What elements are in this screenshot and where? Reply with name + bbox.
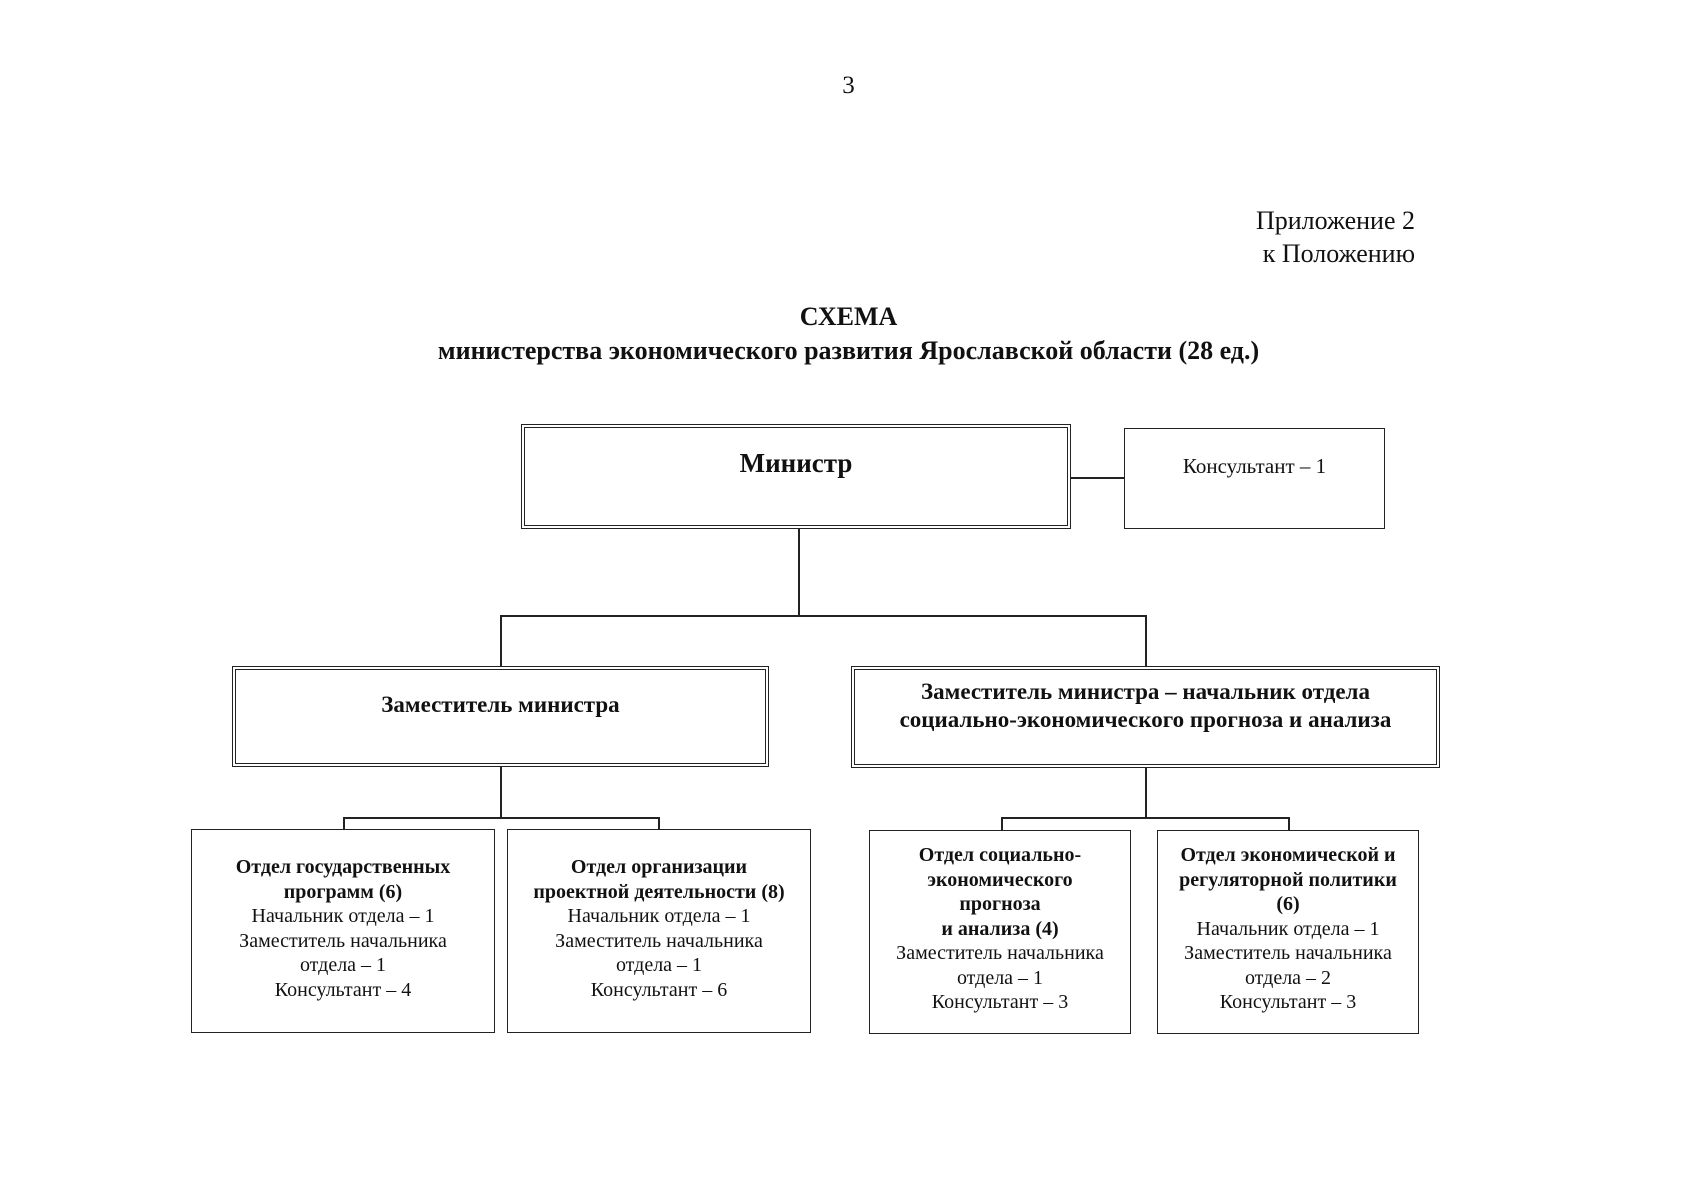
- staff-line: Заместитель начальника: [555, 929, 763, 952]
- staff-line: Консультант – 3: [1219, 991, 1357, 1013]
- staff-line: отдела – 2: [1244, 966, 1332, 989]
- staff-line: Консультант – 3: [931, 991, 1069, 1013]
- connector-left-depts-horizontal: [343, 817, 660, 819]
- connector-minister-consultant: [1071, 477, 1125, 479]
- minister-title: Министр: [739, 448, 853, 478]
- deputy-minister-box: Заместитель министра: [232, 666, 769, 767]
- connector-deputy1-down: [500, 766, 502, 818]
- staff-line: Начальник отдела – 1: [567, 905, 751, 927]
- connector-minister-down: [798, 528, 800, 616]
- connector-dept1-up: [343, 817, 345, 831]
- department-title-line: прогноза: [959, 893, 1041, 915]
- minister-box: Министр: [521, 424, 1071, 529]
- connector-deputies-horizontal: [500, 615, 1146, 617]
- connector-deputy1-up: [500, 615, 502, 667]
- staff-line: Заместитель начальника: [1184, 942, 1392, 964]
- staff-line: Начальник отдела – 1: [1196, 917, 1380, 940]
- appendix-note: Приложение 2 к Положению: [1256, 204, 1415, 270]
- appendix-line-1: Приложение 2: [1255, 206, 1415, 235]
- department-box-regulatory-policy: Отдел экономической и регуляторной полит…: [1157, 830, 1419, 1034]
- department-box-project-activity: Отдел организации проектной деятельности…: [507, 829, 811, 1033]
- department-title-line: и анализа (4): [941, 917, 1059, 940]
- department-title-line: (6): [1276, 893, 1300, 915]
- department-box-forecast-analysis: Отдел социально- экономического прогноза…: [869, 830, 1131, 1034]
- connector-dept2-up: [658, 817, 660, 831]
- deputy-minister-title: Заместитель министра: [381, 692, 620, 717]
- consultant-text: Консультант – 1: [1182, 454, 1327, 478]
- page-number: 3: [842, 72, 855, 99]
- department-title-line: Отдел организации: [570, 856, 748, 878]
- deputy-head-line-2: социально-экономического прогноза и анал…: [899, 707, 1392, 732]
- connector-deputy2-down: [1145, 768, 1147, 818]
- department-title-line: регуляторной политики: [1179, 868, 1397, 891]
- department-title-line: Отдел экономической и: [1180, 844, 1396, 866]
- department-title-line: проектной деятельности (8): [533, 880, 785, 903]
- title-line-1: СХЕМА: [799, 302, 898, 331]
- title-line-2: министерства экономического развития Яро…: [437, 336, 1260, 365]
- staff-line: Начальник отдела – 1: [251, 905, 435, 927]
- connector-dept4-up: [1288, 817, 1290, 832]
- staff-line: отдела – 1: [299, 954, 387, 976]
- staff-line: Заместитель начальника: [896, 942, 1104, 964]
- department-title-line: Отдел социально-: [918, 844, 1082, 866]
- department-title-line: экономического: [927, 868, 1073, 891]
- connector-right-depts-horizontal: [1001, 817, 1290, 819]
- staff-line: отдела – 1: [615, 954, 703, 976]
- department-title-line: Отдел государственных: [235, 856, 451, 878]
- appendix-line-2: к Положению: [1262, 239, 1415, 268]
- connector-deputy2-up: [1145, 615, 1147, 667]
- department-title-line: программ (6): [283, 880, 403, 903]
- staff-line: отдела – 1: [956, 966, 1044, 989]
- department-box-state-programs: Отдел государственных программ (6) Начал…: [191, 829, 495, 1033]
- deputy-head-line-1: Заместитель министра – начальник отдела: [921, 679, 1370, 704]
- staff-line: Консультант – 6: [590, 978, 728, 1001]
- diagram-title: СХЕМА министерства экономического развит…: [0, 300, 1697, 368]
- connector-dept3-up: [1001, 817, 1003, 832]
- staff-line: Заместитель начальника: [239, 929, 447, 952]
- consultant-box: Консультант – 1: [1124, 428, 1385, 529]
- deputy-minister-head-box: Заместитель министра – начальник отдела …: [851, 666, 1440, 768]
- staff-line: Консультант – 4: [274, 978, 412, 1001]
